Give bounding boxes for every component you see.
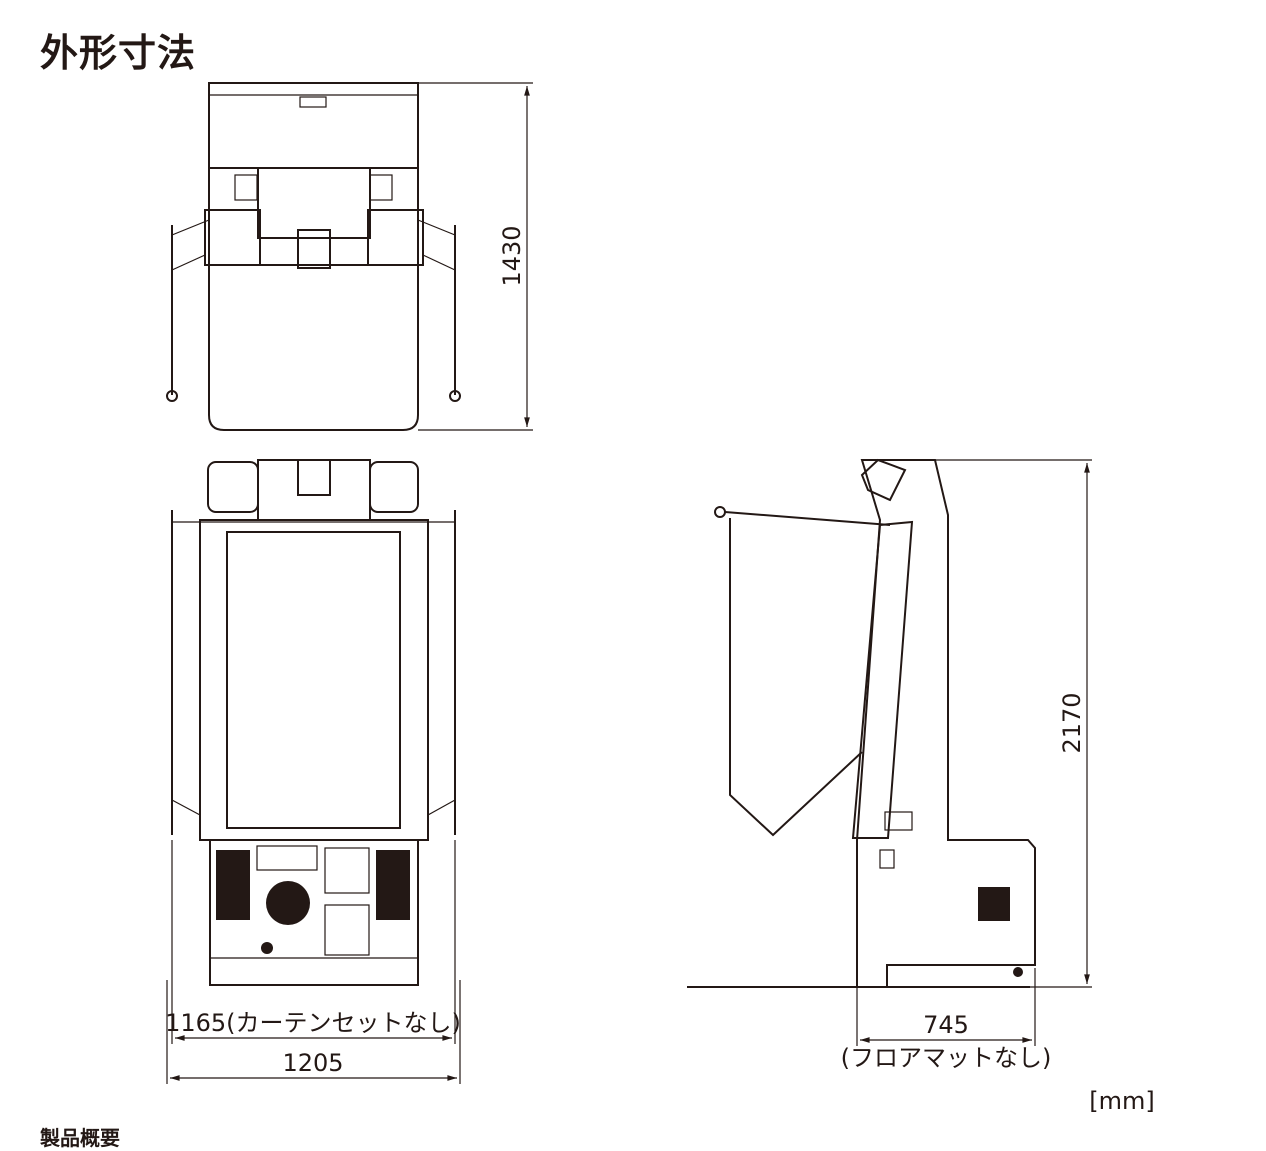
dimension-width-no-curtain-label: 1165(カーテンセットなし) bbox=[165, 1009, 461, 1037]
front-view bbox=[171, 459, 456, 986]
top-view bbox=[166, 82, 461, 431]
side-view bbox=[687, 458, 1036, 988]
dimension-side-depth-note: (フロアマットなし) bbox=[841, 1044, 1052, 1072]
unit-label: [mm] bbox=[1089, 1087, 1154, 1115]
page-title: 外形寸法 bbox=[40, 31, 197, 75]
dimension-depth-label: 1430 bbox=[498, 225, 526, 286]
dimension-height-label: 2170 bbox=[1058, 692, 1086, 753]
section-heading: 製品概要 bbox=[40, 1126, 120, 1150]
dimension-side-depth-label: 745 bbox=[923, 1011, 969, 1039]
dimension-width-label: 1205 bbox=[282, 1049, 343, 1077]
